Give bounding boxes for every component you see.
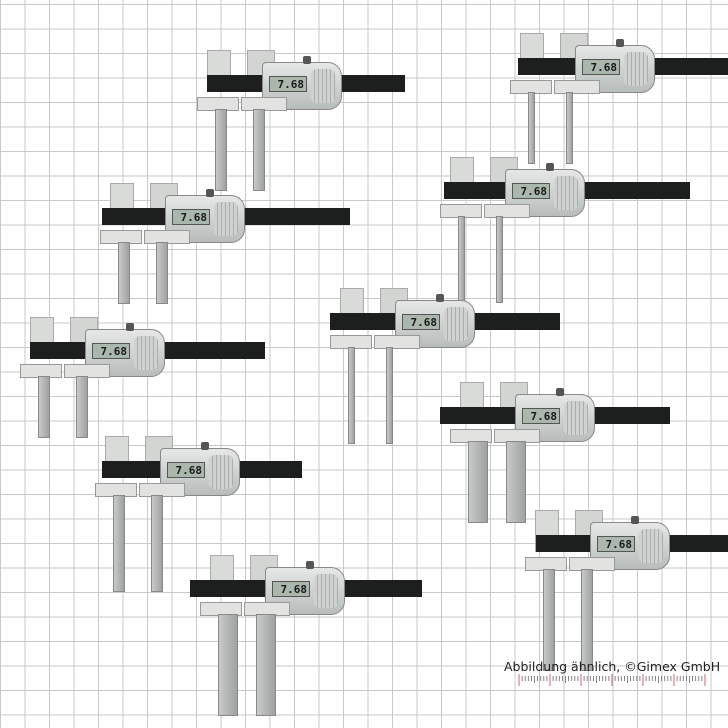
grip-icon <box>554 176 578 210</box>
measuring-jaw <box>218 614 238 716</box>
lcd-display: 7.68 <box>402 314 440 330</box>
measuring-jaw <box>253 109 265 191</box>
lcd-display: 7.68 <box>522 408 560 424</box>
thumb-wheel-icon <box>306 561 314 569</box>
thumb-wheel-icon <box>616 39 624 47</box>
jaw-clamp <box>554 80 600 94</box>
measuring-jaw <box>113 495 125 592</box>
lcd-display: 7.68 <box>272 581 310 597</box>
caliper-display-head: 7.68 <box>265 561 345 615</box>
lcd-display: 7.68 <box>512 183 550 199</box>
measuring-jaw <box>156 242 168 304</box>
jaw-clamp <box>484 204 530 218</box>
thumb-wheel-icon <box>206 189 214 197</box>
measuring-jaw <box>38 376 50 438</box>
lcd-display: 7.68 <box>597 536 635 552</box>
measuring-jaw <box>215 109 227 191</box>
caliper-display-head: 7.68 <box>395 294 475 348</box>
grip-icon <box>624 52 648 86</box>
grip-icon <box>134 336 158 370</box>
measuring-jaw <box>256 614 276 716</box>
copyright-caption: Abbildung ähnlich, ©Gimex GmbH <box>504 659 721 674</box>
measuring-jaw <box>458 216 465 303</box>
measuring-jaw <box>581 569 593 671</box>
thumb-wheel-icon <box>546 163 554 171</box>
lcd-display: 7.68 <box>582 59 620 75</box>
measuring-jaw <box>506 441 526 523</box>
measuring-jaw <box>566 92 573 164</box>
lcd-display: 7.68 <box>269 76 307 92</box>
lcd-display: 7.68 <box>167 462 205 478</box>
grip-icon <box>314 574 338 608</box>
caliper-display-head: 7.68 <box>85 323 165 377</box>
thumb-wheel-icon <box>556 388 564 396</box>
measuring-jaw <box>468 441 488 523</box>
grip-icon <box>209 455 233 489</box>
measuring-jaw <box>151 495 163 592</box>
thumb-wheel-icon <box>201 442 209 450</box>
thumb-wheel-icon <box>436 294 444 302</box>
lcd-display: 7.68 <box>92 343 130 359</box>
grip-icon <box>444 307 468 341</box>
measuring-jaw <box>496 216 503 303</box>
ruler-scale-icon <box>518 674 706 686</box>
grip-icon <box>564 401 588 435</box>
thumb-wheel-icon <box>631 516 639 524</box>
measuring-jaw <box>118 242 130 304</box>
grip-icon <box>214 202 238 236</box>
measuring-jaw <box>348 347 355 444</box>
grip-icon <box>639 529 663 563</box>
lcd-display: 7.68 <box>172 209 210 225</box>
measuring-jaw <box>76 376 88 438</box>
thumb-wheel-icon <box>126 323 134 331</box>
measuring-jaw <box>543 569 555 671</box>
grip-icon <box>311 69 335 103</box>
measuring-jaw <box>386 347 393 444</box>
jaw-clamp <box>374 335 420 349</box>
measuring-jaw <box>528 92 535 164</box>
thumb-wheel-icon <box>303 56 311 64</box>
